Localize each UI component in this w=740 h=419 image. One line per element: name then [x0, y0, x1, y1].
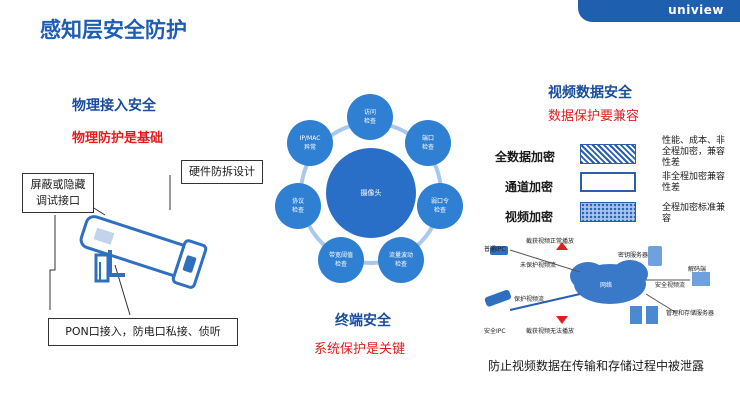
plain-stream-label: 未保护视频流 — [520, 262, 557, 269]
video-footer: 防止视频数据在传输和存储过程中被泄露 — [488, 359, 705, 373]
node-label-2: 检查 — [291, 207, 304, 214]
key-server-label: 密钥服务器 — [618, 252, 649, 259]
channel-encryption-swatch — [580, 172, 636, 192]
pon-callout: PON口接入，防电口私接、侦听 — [48, 318, 238, 346]
decoder-label: 解码端 — [688, 266, 707, 273]
legend-full-encryption: 全数据加密 — [495, 150, 556, 164]
terminal-subheading: 系统保护是关键 — [314, 342, 406, 357]
check-node-bandwidth: 带宽阈值 检查 — [318, 237, 364, 283]
legend-channel-encryption: 通道加密 — [505, 180, 554, 194]
check-node-port: 端口 检查 — [405, 120, 451, 166]
node-label-1: 带宽阈值 — [328, 252, 353, 259]
check-node-ip-mac: IP/MAC 异常 — [287, 120, 333, 166]
capture-ok-label: 截获视频正常播放 — [526, 238, 575, 245]
physical-subheading: 物理防护是基础 — [72, 131, 164, 146]
video-heading: 视频数据安全 — [548, 85, 632, 101]
terminal-heading: 终端安全 — [335, 313, 391, 329]
camera-illustration — [49, 175, 208, 316]
node-label-1: 流量波动 — [388, 252, 413, 259]
physical-heading: 物理接入安全 — [72, 98, 156, 114]
camera-center-node: 摄像头 — [326, 148, 416, 238]
network-diagram — [484, 242, 710, 324]
video-encryption-swatch — [580, 202, 636, 222]
check-node-weak-password: 弱口令 检查 — [417, 183, 463, 229]
check-node-access: 访问 检查 — [347, 94, 393, 140]
node-label-2: 异常 — [303, 144, 316, 151]
node-label-2: 检查 — [433, 207, 446, 214]
video-subheading: 数据保护要兼容 — [548, 109, 640, 124]
legend-note-channel: 非全程加密兼容性差 — [662, 172, 726, 193]
node-label-2: 检查 — [334, 261, 347, 268]
storage-label: 管理和存储服务器 — [666, 310, 715, 317]
page-title: 感知层安全防护 — [40, 18, 187, 42]
shield-port-line-1: 屏蔽或隐藏 — [30, 178, 86, 191]
node-label-1: 协议 — [291, 198, 304, 205]
network-label: 网络 — [600, 282, 613, 289]
tamper-callout: 硬件防拆设计 — [181, 160, 263, 184]
check-node-traffic: 流量波动 检查 — [378, 237, 424, 283]
legend-note-video: 全程加密标准兼容 — [662, 203, 726, 224]
node-label-1: 端口 — [421, 135, 434, 142]
full-encryption-swatch — [580, 144, 636, 164]
capture-fail-label: 截获视频无法播放 — [526, 328, 575, 335]
brand-bar: uniview — [578, 0, 740, 22]
node-label-1: IP/MAC — [299, 135, 321, 142]
check-node-protocol: 协议 检查 — [275, 183, 321, 229]
secure-stream-label: 安全视频流 — [655, 282, 686, 289]
node-label-1: 弱口令 — [430, 198, 449, 205]
shield-port-line-2: 调试接口 — [36, 194, 80, 207]
shield-port-callout: 屏蔽或隐藏 调试接口 — [22, 173, 94, 213]
legend-video-encryption: 视频加密 — [505, 210, 554, 224]
secure-ipc-label: 安全IPC — [484, 328, 506, 335]
protected-stream-label: 保护视频流 — [514, 296, 545, 303]
node-label-2: 检查 — [363, 118, 376, 125]
normal-ipc-label: 普通IPC — [484, 246, 506, 253]
uniview-logo: uniview — [668, 3, 724, 17]
node-label-2: 检查 — [421, 144, 434, 151]
legend-note-full: 性能、成本、非全程加密，兼容性差 — [662, 136, 726, 168]
node-label-2: 检查 — [394, 261, 407, 268]
node-label-1: 访问 — [363, 109, 376, 116]
